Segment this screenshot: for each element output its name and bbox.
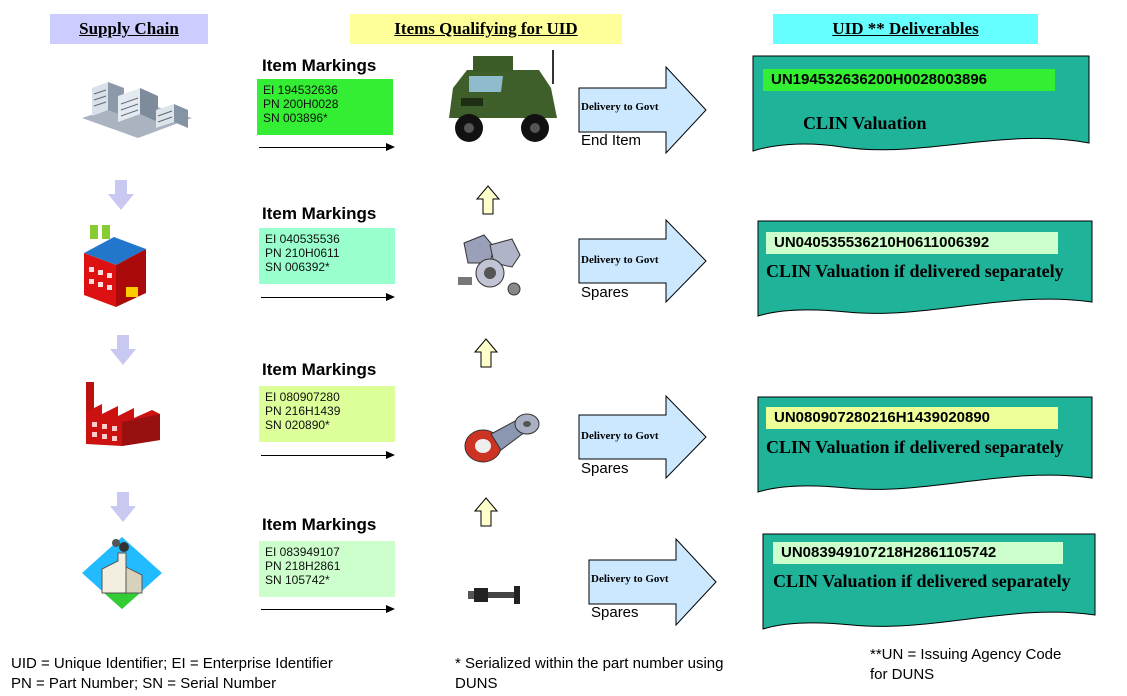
item-markings-box-3: EI 080907280 PN 216H1439 SN 020890* <box>259 386 395 442</box>
uid-code-2: UN040535536210H0611006392 <box>766 232 1058 254</box>
part-number: PN 210H0611 <box>265 246 340 260</box>
clin-valuation-2: CLIN Valuation if delivered separately <box>766 261 1064 281</box>
footer-serialized-1: * Serialized within the part number usin… <box>455 655 724 672</box>
item-markings-box-1: EI 194532636 PN 200H0028 SN 003896* <box>257 79 393 135</box>
item-markings-box-2: EI 040535536 PN 210H0611 SN 006392* <box>259 228 395 284</box>
supplier-plant-icon <box>82 537 162 609</box>
engine-icon <box>458 234 521 296</box>
item-markings-title-2: Item Markings <box>262 204 377 223</box>
markings-arrow-4 <box>261 605 395 613</box>
delivery-arrow-3 <box>578 395 707 479</box>
delivery-label-2: Delivery to Govt <box>581 254 659 266</box>
serial-number: SN 003896* <box>263 111 328 125</box>
component-part-icon <box>464 413 540 463</box>
delivery-sub-3: Spares <box>581 460 629 477</box>
up-arrow-2 <box>474 338 498 368</box>
clin-valuation-4: CLIN Valuation if delivered separately <box>773 571 1071 591</box>
uid-code-4: UN083949107218H2861105742 <box>773 542 1063 564</box>
part-number: PN 218H2861 <box>265 559 341 573</box>
footer-serialized-2: DUNS <box>455 675 498 692</box>
enterprise-identifier: EI 040535536 <box>265 232 340 246</box>
delivery-label-3: Delivery to Govt <box>581 430 659 442</box>
uid-code-3: UN080907280216H1439020890 <box>766 407 1058 429</box>
footer-definitions-1: UID = Unique Identifier; EI = Enterprise… <box>11 655 333 672</box>
uid-code-1: UN194532636200H0028003896 <box>763 69 1055 91</box>
serial-number: SN 105742* <box>265 573 330 587</box>
serial-number: SN 020890* <box>265 418 330 432</box>
markings-arrow-3 <box>261 451 395 459</box>
serial-number: SN 006392* <box>265 260 330 274</box>
delivery-label-4: Delivery to Govt <box>591 573 669 585</box>
item-markings-title-1: Item Markings <box>262 56 377 75</box>
enterprise-identifier: EI 083949107 <box>265 545 340 559</box>
up-arrow-3 <box>474 497 498 527</box>
item-markings-title-3: Item Markings <box>262 360 377 379</box>
delivery-arrow-2 <box>578 219 707 303</box>
supply-chain-header: Supply Chain <box>50 14 208 44</box>
clin-valuation-3: CLIN Valuation if delivered separately <box>766 437 1064 457</box>
supply-down-arrow-3 <box>110 492 136 522</box>
delivery-label-1: Delivery to Govt <box>581 101 659 113</box>
delivery-sub-1: End Item <box>581 132 642 149</box>
part-number: PN 200H0028 <box>263 97 339 111</box>
item-markings-title-4: Item Markings <box>262 515 377 534</box>
items-qualifying-header: Items Qualifying for UID <box>350 14 622 44</box>
delivery-sub-2: Spares <box>581 284 629 301</box>
factory-icon <box>84 225 146 307</box>
supply-down-arrow-1 <box>108 180 134 210</box>
footer-un-1: **UN = Issuing Agency Code <box>870 646 1062 663</box>
delivery-arrow-4 <box>588 538 717 626</box>
part-number: PN 216H1439 <box>265 404 341 418</box>
enterprise-identifier: EI 194532636 <box>263 83 338 97</box>
clin-valuation-1: CLIN Valuation <box>803 113 927 133</box>
markings-arrow-1 <box>259 143 395 151</box>
footer-definitions-2: PN = Part Number; SN = Serial Number <box>11 675 277 692</box>
delivery-arrow-1 <box>578 66 707 154</box>
small-part-icon <box>468 586 520 604</box>
industrial-plant-icon <box>86 382 160 446</box>
markings-arrow-2 <box>261 293 395 301</box>
uid-deliverables-header: UID ** Deliverables <box>773 14 1038 44</box>
item-markings-box-4: EI 083949107 PN 218H2861 SN 105742* <box>259 541 395 597</box>
office-buildings-icon <box>82 82 192 138</box>
humvee-icon <box>449 50 557 142</box>
footer-un-2: for DUNS <box>870 666 935 683</box>
supply-down-arrow-2 <box>110 335 136 365</box>
up-arrow-1 <box>476 185 500 215</box>
enterprise-identifier: EI 080907280 <box>265 390 340 404</box>
delivery-sub-4: Spares <box>591 604 639 621</box>
